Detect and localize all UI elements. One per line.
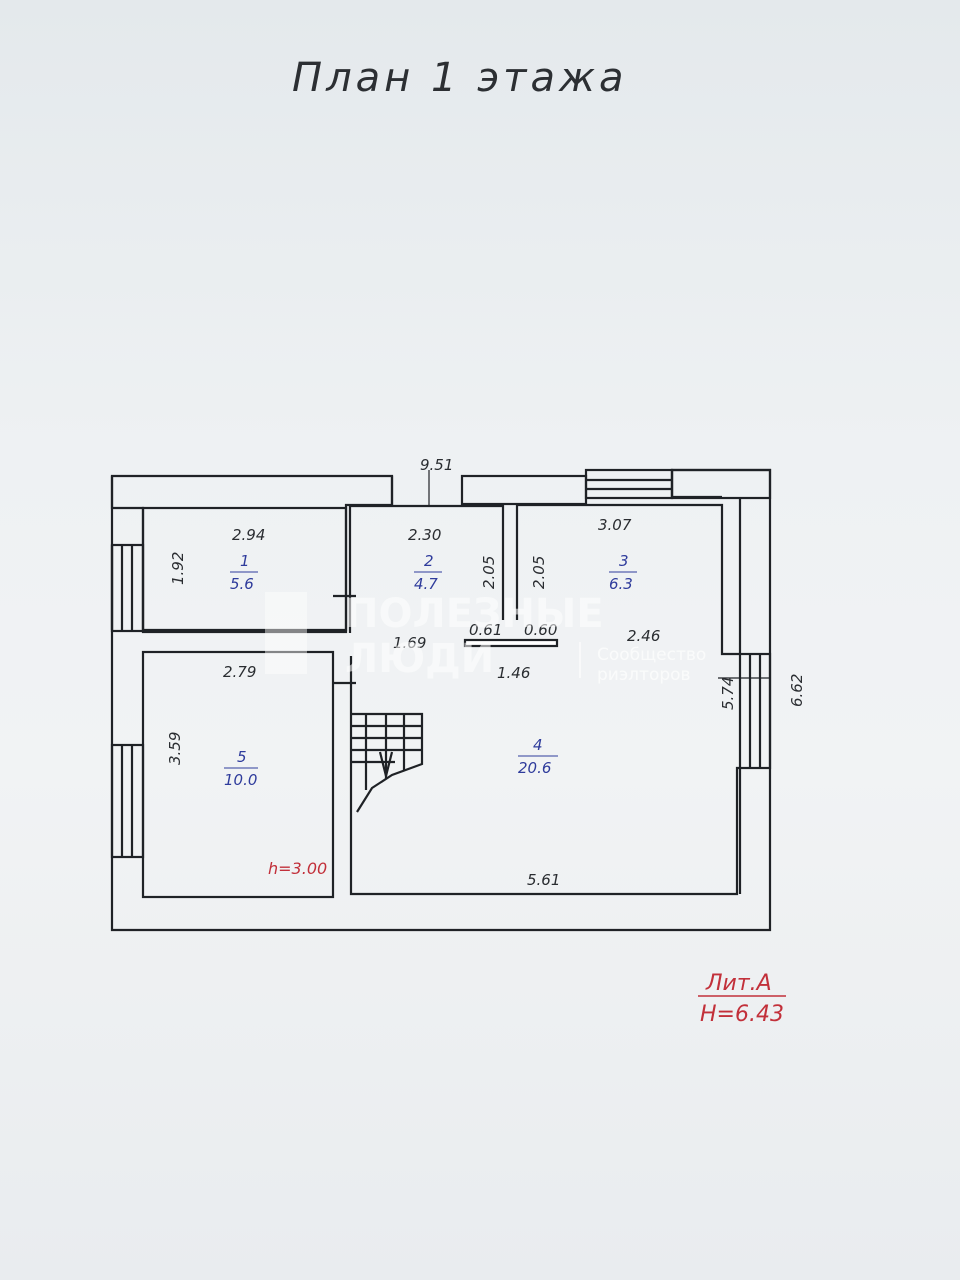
room-number: 5 — [237, 748, 247, 766]
room5-width-label: 2.79 — [223, 663, 256, 681]
watermark: ПОЛЕЗНЫЕ ЛЮДИ Сообщество риэлторов — [265, 591, 706, 685]
room-area: 20.6 — [518, 759, 551, 777]
lit-label: Лит.А — [705, 971, 772, 996]
room4-height-label: 5.74 — [719, 677, 737, 710]
watermark-line1: ПОЛЕЗНЫЕ — [345, 591, 604, 637]
room-area: 10.0 — [224, 771, 257, 789]
room2-height-left-label: 2.05 — [480, 556, 498, 589]
room4-width-label: 5.61 — [527, 871, 560, 889]
opening-left-label: 0.61 — [469, 621, 502, 639]
overall-width-label: 9.51 — [420, 456, 453, 474]
room2-height-right-label: 2.05 — [530, 556, 548, 589]
room-area: 4.7 — [414, 575, 438, 593]
room-area: 6.3 — [609, 575, 633, 593]
room3-depth-label: 2.46 — [627, 627, 660, 645]
room-number: 2 — [424, 552, 434, 570]
watermark-logo — [265, 592, 307, 674]
room1-height-label: 1.92 — [169, 552, 187, 585]
plan-title: План 1 этажа — [292, 55, 628, 101]
room-number: 4 — [533, 736, 543, 754]
overall-height-label: 6.62 — [788, 674, 806, 707]
room-1-label: 1 5.6 — [230, 552, 258, 593]
room3-width-label: 3.07 — [598, 516, 632, 534]
room-number: 3 — [619, 552, 629, 570]
lit-stamp: Лит.А Н=6.43 — [698, 971, 786, 1027]
hall-mid-label: 1.46 — [497, 664, 530, 682]
room-4-label: 4 20.6 — [518, 736, 558, 777]
window-right — [738, 652, 772, 770]
partition-stub — [463, 638, 559, 648]
watermark-line3: Сообщество — [597, 645, 706, 665]
room-area: 5.6 — [230, 575, 254, 593]
room-3-label: 3 6.3 — [609, 552, 637, 593]
room-2-outline — [350, 504, 505, 620]
room5-height-label: 3.59 — [166, 732, 184, 765]
top-wall-segment — [460, 474, 588, 506]
opening-right-label: 0.60 — [524, 621, 557, 639]
ceiling-height-label: h=3.00 — [268, 859, 327, 878]
top-wall-right — [670, 468, 772, 500]
room-3-outline — [515, 503, 740, 656]
watermark-line2: ЛЮДИ — [345, 636, 494, 682]
window-left-top — [110, 543, 145, 633]
window-top — [584, 468, 674, 500]
room-number: 1 — [240, 552, 250, 570]
hall-left-label: 1.69 — [393, 634, 426, 652]
staircase — [351, 712, 424, 813]
room2-width-label: 2.30 — [408, 526, 441, 544]
room-2-label: 2 4.7 — [414, 552, 442, 593]
room-5-label: 5 10.0 — [224, 748, 258, 789]
room-4-outline — [349, 656, 740, 896]
lit-height-label: Н=6.43 — [700, 1002, 784, 1027]
window-left-bottom — [110, 743, 145, 859]
room1-width-label: 2.94 — [232, 526, 265, 544]
watermark-line4: риэлторов — [597, 665, 691, 685]
